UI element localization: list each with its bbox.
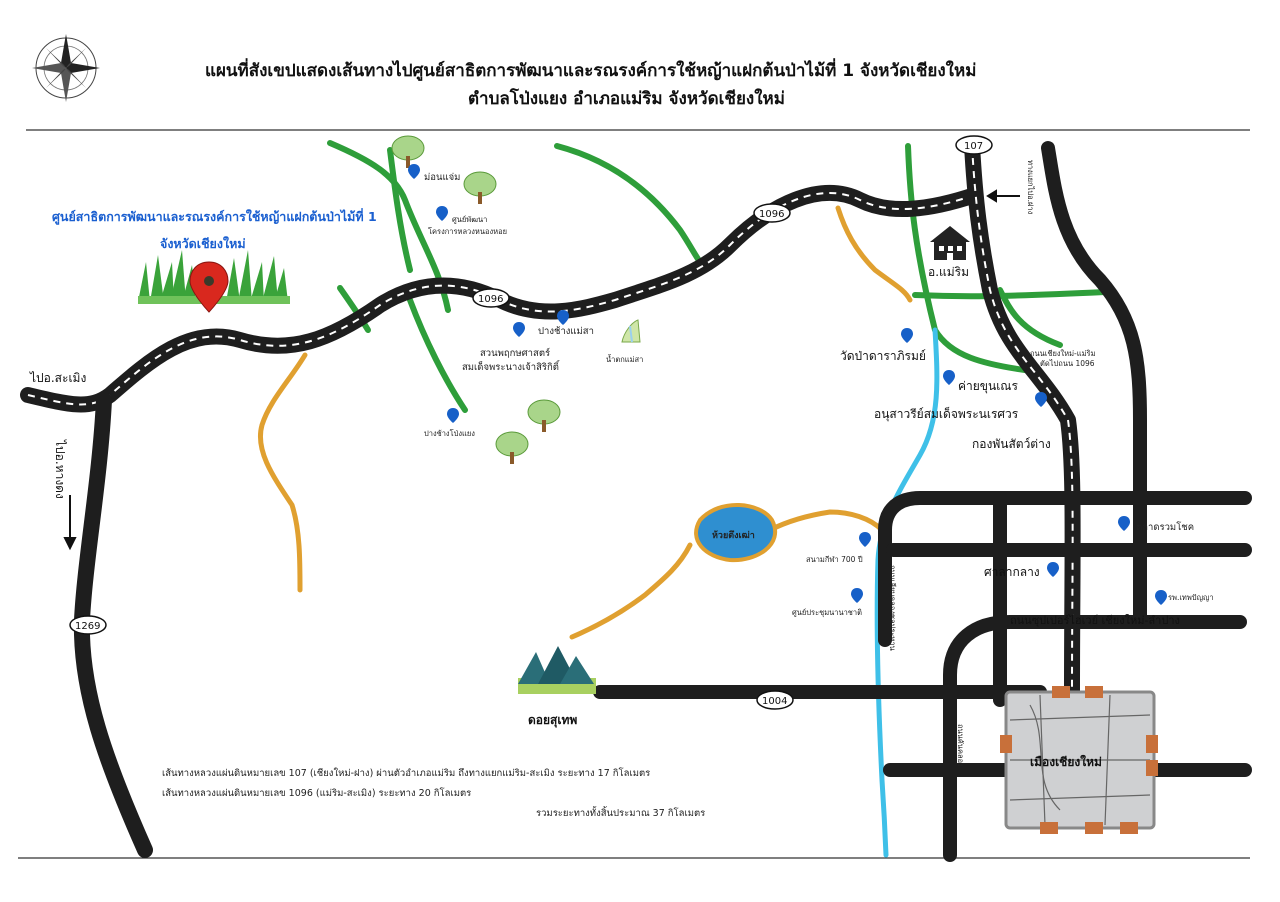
location-pin-icon	[1035, 392, 1047, 407]
location-pin-icon	[851, 588, 863, 603]
tree-icon	[495, 431, 529, 464]
animal-regiment-label: กองพันสัตว์ต่าง	[972, 437, 1051, 451]
tree-icons	[391, 135, 561, 464]
location-pin-icon	[408, 164, 420, 179]
location-pin-icon	[1047, 562, 1059, 577]
shield-1096-east: 1096	[753, 203, 791, 223]
city-hall-label: ศาลากลาง	[984, 565, 1040, 579]
location-pin-icon	[557, 310, 569, 325]
thepanya-hospital-label: รพ.เทพปัญญา	[1168, 593, 1214, 602]
river	[874, 327, 940, 858]
destination-marker: ศูนย์สาธิตการพัฒนาและรณรงค์การใช้หญ้าแฝก…	[52, 208, 377, 313]
svg-text:1269: 1269	[75, 621, 100, 632]
note-total-distance: รวมระยะทางทั้งสิ้นประมาณ 37 กิโลเมตร	[536, 806, 705, 819]
royal-project-label-2: โครงการหลวงหนองหอย	[428, 227, 507, 236]
botanic-garden-label-1: สวนพฤกษศาสตร์	[480, 347, 550, 359]
mae-sa-waterfall-label: น้ำตกแม่สา	[606, 354, 643, 364]
destination-line1: ศูนย์สาธิตการพัฒนาและรณรงค์การใช้หญ้าแฝก…	[52, 208, 377, 225]
superhighway-label: ถนนซุปเปอร์ไฮเวย์ เชียงใหม่-ลำปาง	[1010, 614, 1180, 627]
chiang-mai-city-label: เมืองเชียงใหม่	[1030, 754, 1102, 769]
shield-1096-west: 1096	[472, 288, 510, 308]
pang-chang-mae-sa-label: ปางช้างแม่สา	[538, 326, 594, 337]
direction-arrows	[63, 189, 1020, 551]
location-pin-icon	[447, 408, 459, 423]
district-office-icon	[930, 226, 970, 260]
cm-maerim-road-line2: ตัดไปถนน 1096	[1040, 359, 1095, 368]
naresuan-monument-label: อนุสาวรีย์สมเด็จพระนเรศวร	[874, 406, 1019, 422]
district-office-label: อ.แม่ริม	[928, 265, 969, 279]
svg-text:1096: 1096	[478, 294, 503, 305]
cm-maerim-road-line1: ถนนเชียงใหม่-แม่ริม	[1030, 349, 1096, 358]
svg-text:1096: 1096	[759, 209, 784, 220]
camp-khun-nen-label: ค่ายขุนเณร	[958, 379, 1018, 394]
wat-pa-dara-label: วัดป่าดาราภิรมย์	[840, 349, 926, 363]
location-pin-icon	[859, 532, 871, 547]
to-samoeng-label: ไปอ.สะเมิง	[29, 371, 86, 385]
map-subtitle: ตำบลโป่งแยง อำเภอแม่ริม จังหวัดเชียงใหม่	[468, 88, 785, 109]
waterfall-icon	[621, 319, 641, 343]
canal-road-label: ถนนเลียบคลองชลประทาน	[888, 565, 897, 651]
to-fang-label: ทางแยกไปอ.ฝาง	[1026, 160, 1035, 215]
destination-pin-icon	[189, 261, 229, 313]
location-pin-icon	[1118, 516, 1130, 531]
tree-icon	[391, 135, 425, 168]
mountain-icon	[518, 646, 596, 694]
note-route-107: เส้นทางหลวงแผ่นดินหมายเลข 107 (เชียงใหม่…	[162, 767, 650, 779]
location-pin-icon	[513, 322, 525, 337]
ruam-chok-market-label: ตลาดรวมโชค	[1136, 521, 1194, 533]
svg-text:107: 107	[964, 141, 983, 152]
shield-1004: 1004	[756, 690, 794, 710]
convention-center-label: ศูนย์ประชุมนานาชาติ	[792, 608, 862, 617]
route-shields: 107 1096 1096 1269 1004	[69, 135, 993, 710]
note-route-1096: เส้นทางหลวงแผ่นดินหมายเลข 1096 (แม่ริม-ส…	[162, 787, 471, 799]
huai-tueng-thao-lake: ห้วยตึงเฒ่า	[694, 503, 778, 563]
location-pin-icon	[943, 370, 955, 385]
place-labels: ม่อนแจ่ม ศูนย์พัฒนา โครงการหลวงหนองหอย ป…	[424, 172, 1214, 617]
map-title: แผนที่สังเขปแสดงเส้นทางไปศูนย์สาธิตการพั…	[205, 58, 976, 82]
location-pin-icon	[901, 328, 913, 343]
pang-chang-pong-yaeng-label: ปางช้างโป่งแยง	[424, 429, 475, 438]
location-pins	[408, 164, 1167, 605]
canal-short-label: ถนนคันคลอง	[956, 724, 965, 767]
shield-107: 107	[955, 135, 993, 155]
botanic-garden-label-2: สมเด็จพระนางเจ้าสิริกิติ์	[462, 359, 560, 373]
lake-label: ห้วยตึงเฒ่า	[712, 530, 755, 541]
compass-rose-icon	[32, 34, 100, 102]
destination-line2: จังหวัดเชียงใหม่	[160, 236, 246, 251]
location-pin-icon	[436, 206, 448, 221]
svg-text:1004: 1004	[762, 696, 787, 707]
to-hot-label: ไปอ.หางดง	[53, 439, 67, 499]
location-pin-icon	[1155, 590, 1167, 605]
distance-notes: เส้นทางหลวงแผ่นดินหมายเลข 107 (เชียงใหม่…	[162, 767, 705, 819]
shield-1269: 1269	[69, 615, 107, 635]
chiang-mai-old-city: เมืองเชียงใหม่	[1000, 686, 1158, 834]
stadium-label: สนามกีฬา 700 ปี	[806, 555, 863, 564]
tree-icon	[527, 399, 561, 432]
mon-chaem-label: ม่อนแจ่ม	[424, 172, 460, 183]
doi-suthep-label: ดอยสุเทพ	[528, 713, 577, 728]
orange-roads	[258, 205, 913, 640]
royal-project-label-1: ศูนย์พัฒนา	[452, 215, 487, 224]
tree-icon	[463, 171, 497, 204]
